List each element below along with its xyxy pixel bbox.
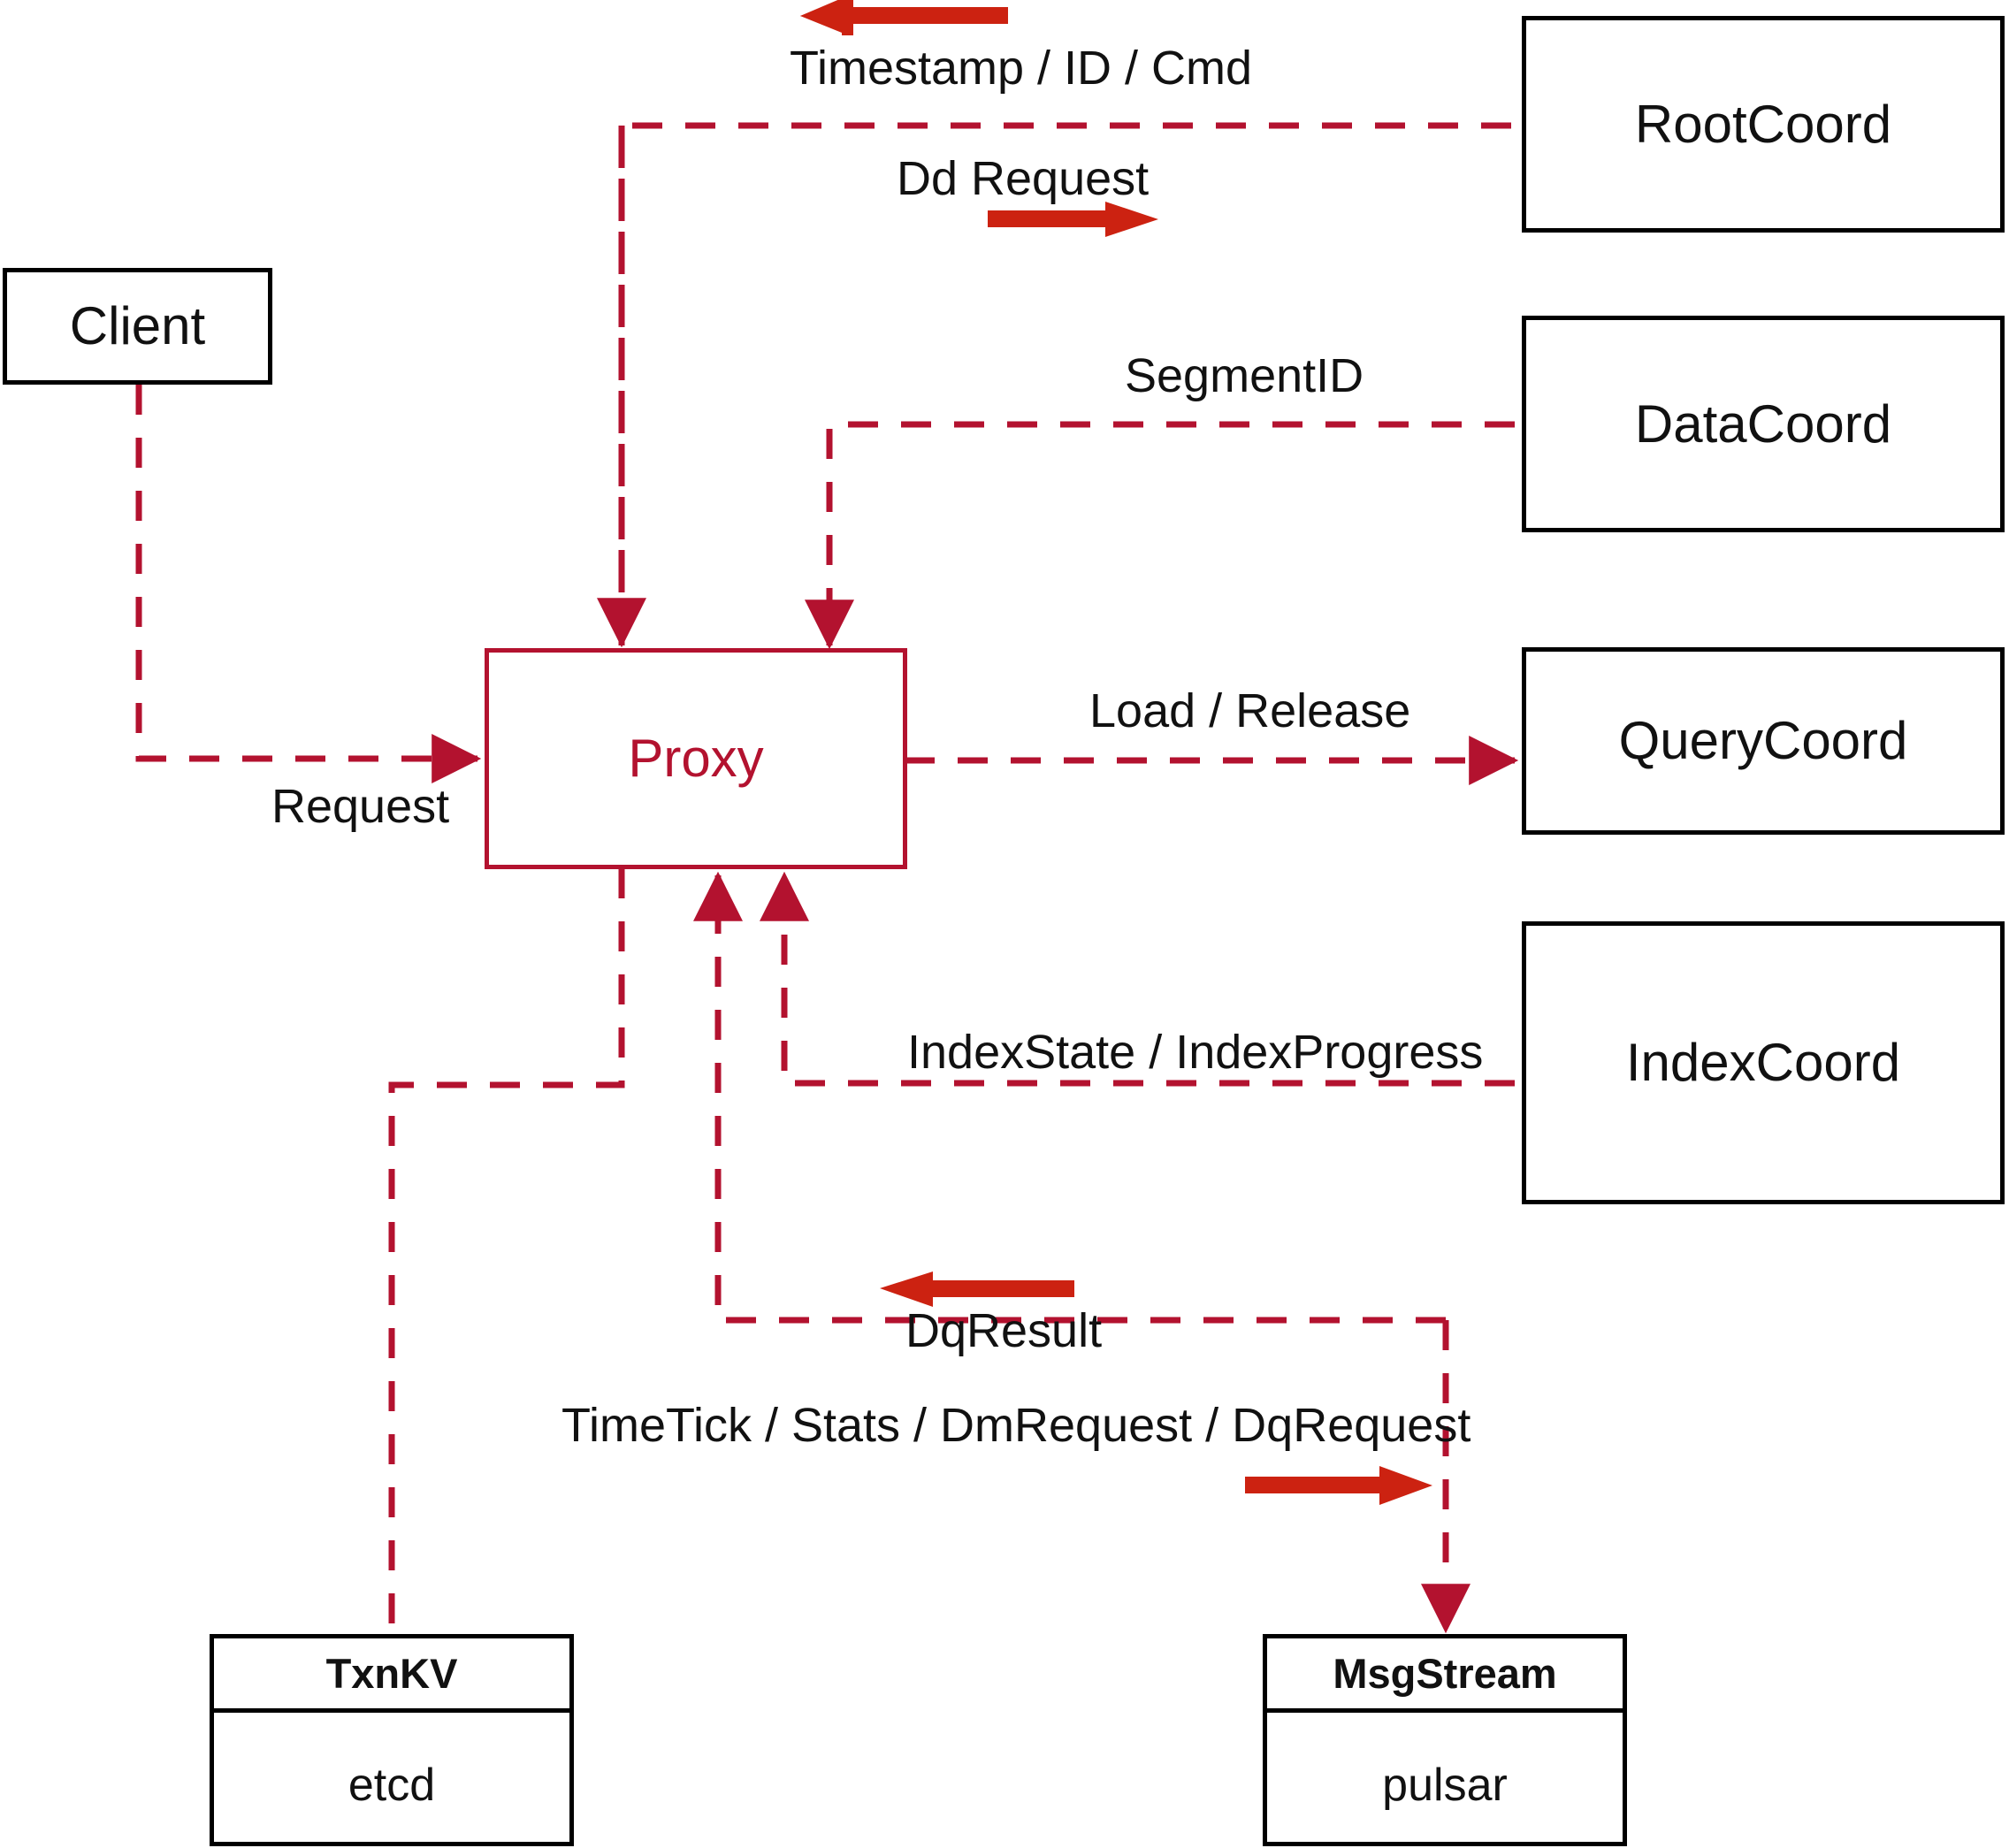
node-datacoord-label: DataCoord [1634,393,1892,454]
arrow-dqrequest-right [1245,1466,1432,1505]
store-txnkv-header: TxnKV [214,1638,569,1713]
node-indexcoord[interactable]: IndexCoord [1522,921,2005,1204]
edge-label-indexstate: IndexState / IndexProgress [907,1026,1484,1079]
edge-datacoord-to-proxy [805,421,1515,650]
edge-indexcoord-to-proxy [760,871,1515,1087]
node-indexcoord-label: IndexCoord [1625,1033,1901,1092]
node-client[interactable]: Client [3,268,272,385]
store-msgstream-body: pulsar [1267,1713,1623,1811]
node-datacoord[interactable]: DataCoord [1522,316,2005,532]
edge-label-dd-request: Dd Request [897,152,1150,205]
store-msgstream[interactable]: MsgStream pulsar [1263,1634,1627,1846]
node-client-label: Client [69,296,206,355]
arrow-timestamp-left [800,0,1008,35]
node-proxy[interactable]: Proxy [485,648,907,869]
node-rootcoord[interactable]: RootCoord [1522,16,2005,233]
store-txnkv[interactable]: TxnKV etcd [210,1634,574,1846]
node-rootcoord-label: RootCoord [1634,94,1892,154]
edge-label-timestamp-id-cmd: Timestamp / ID / Cmd [790,42,1253,95]
edge-client-to-proxy [135,385,482,783]
edge-label-load-release: Load / Release [1089,684,1411,737]
arrow-dqresult-left [880,1271,1074,1307]
store-txnkv-impl: etcd [348,1760,436,1811]
node-proxy-label: Proxy [628,729,764,788]
edge-proxy-to-txnkv [388,868,625,1634]
node-querycoord-label: QueryCoord [1618,711,1908,770]
edge-label-timetick: TimeTick / Stats / DmRequest / DqRequest [561,1399,1471,1452]
edge-label-dqresult: DqResult [905,1304,1103,1357]
store-txnkv-body: etcd [214,1713,569,1811]
edge-label-request: Request [271,780,450,833]
node-querycoord[interactable]: QueryCoord [1522,647,2005,835]
store-txnkv-title: TxnKV [325,1650,458,1697]
direction-arrows [800,0,1432,1505]
edge-msgstream-to-proxy [693,871,1446,1324]
store-msgstream-header: MsgStream [1267,1638,1623,1713]
edge-label-segmentid: SegmentID [1125,349,1364,402]
arrow-dd-request-right [988,202,1158,237]
store-msgstream-impl: pulsar [1382,1760,1508,1811]
store-msgstream-title: MsgStream [1333,1650,1557,1697]
